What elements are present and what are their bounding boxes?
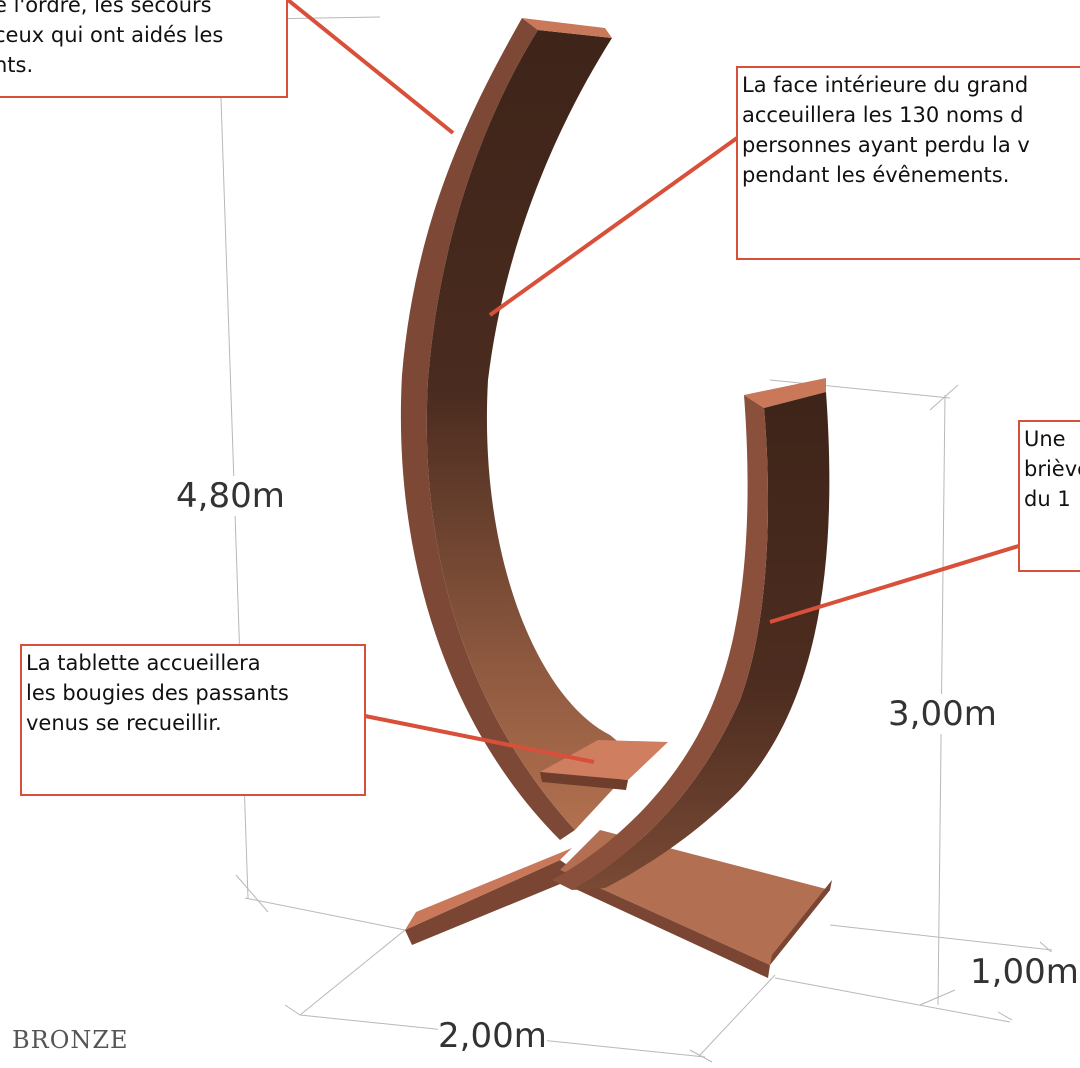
annotation-top-left-line-1: e l'ordre, les secours: [0, 0, 212, 17]
dimension-depth: 1,00m: [970, 952, 1079, 992]
base-left-arm: [405, 848, 582, 945]
annotation-top-right: La face intérieure du grand acceuillera …: [736, 66, 1080, 260]
annotation-tablette: La tablette accueillera les bougies des …: [20, 644, 366, 796]
annotation-right-line-2: briève: [1024, 457, 1080, 481]
dimension-height-small: 3,00m: [888, 694, 997, 734]
material-label: BRONZE: [12, 1026, 129, 1054]
annotation-right-line-3: du 1: [1024, 487, 1071, 511]
annotation-tablette-line-2: les bougies des passants: [26, 681, 289, 705]
candle-tablet: [540, 740, 668, 790]
annotation-top-right-line-2: acceuillera les 130 noms d: [742, 103, 1024, 127]
dimension-height-total: 4,80m: [176, 476, 285, 516]
annotation-right-line-1: Une: [1024, 427, 1066, 451]
dimension-width: 2,00m: [438, 1016, 547, 1056]
leader-lines: [286, 0, 1023, 764]
annotation-top-right-line-1: La face intérieure du grand: [742, 73, 1029, 97]
annotation-tablette-line-3: venus se recueillir.: [26, 711, 222, 735]
annotation-top-right-line-4: pendant les évênements.: [742, 163, 1010, 187]
small-arc: [552, 378, 830, 890]
annotation-top-left-line-2: ceux qui ont aidés les: [0, 23, 224, 47]
annotation-top-left-line-3: nts.: [0, 53, 34, 77]
annotation-right: Une briève du 1: [1018, 420, 1080, 572]
large-arc: [400, 18, 640, 840]
annotation-tablette-line-1: La tablette accueillera: [26, 651, 261, 675]
annotation-top-left: e l'ordre, les secours ceux qui ont aidé…: [0, 0, 288, 98]
annotation-top-right-line-3: personnes ayant perdu la v: [742, 133, 1030, 157]
